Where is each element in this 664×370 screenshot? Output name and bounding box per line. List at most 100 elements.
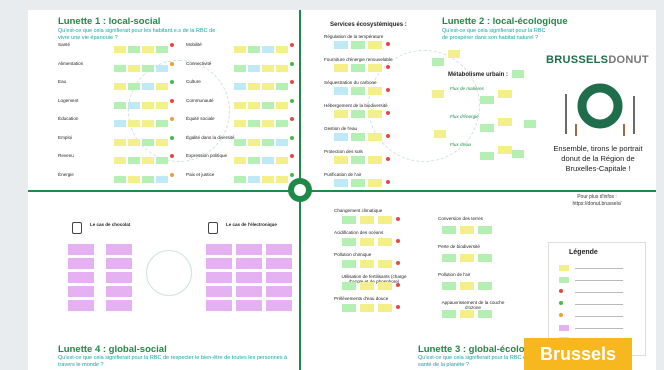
- planetary-boundary: Conversion des terres: [438, 216, 483, 221]
- sticky-note: [142, 101, 154, 109]
- lens-1-indicator: Mobilité: [186, 42, 202, 47]
- purple-sticky-note: [236, 258, 262, 269]
- logo-text-donut: DONUT: [608, 54, 649, 66]
- ecosystem-service: Hébergement de la biodiversité: [324, 103, 388, 108]
- sticky-note: [128, 64, 140, 72]
- sticky-note: [276, 83, 288, 90]
- status-dot: [170, 98, 174, 103]
- headline: Ensemble, tirons le portrait donut de la…: [553, 144, 643, 173]
- status-dot: [386, 111, 390, 115]
- status-dot: [290, 117, 294, 121]
- sticky-note: [156, 46, 168, 53]
- sticky-note: [334, 41, 348, 49]
- lens-1-indicator: Énergie: [58, 171, 74, 177]
- donut-workshop-board: Lunette 1 : local-social Qu'est-ce que c…: [28, 10, 656, 370]
- ecosystem-service: Purification de l'air: [324, 172, 362, 177]
- sticky-note: [342, 282, 356, 290]
- sticky-note: [114, 120, 126, 127]
- legend-swatch: [559, 313, 563, 317]
- lens-1-indicator: Éducation: [58, 116, 79, 121]
- sticky-note: [334, 87, 348, 95]
- sticky-note: [512, 150, 524, 158]
- metabolism-flow: Flux de matières: [450, 86, 484, 91]
- lens-1-indicator: Expression politique: [186, 153, 228, 158]
- sticky-note: [128, 120, 140, 127]
- sticky-note: [351, 133, 365, 141]
- sticky-note: [276, 138, 288, 146]
- lens-1-indicator: Connectivité: [186, 60, 212, 66]
- sticky-note: [498, 118, 512, 126]
- purple-sticky-note: [206, 258, 232, 269]
- sticky-note: [142, 120, 154, 127]
- sticky-note: [378, 216, 392, 224]
- sticky-note: [342, 238, 356, 246]
- sticky-note: [378, 260, 392, 268]
- purple-sticky-note: [106, 272, 132, 283]
- sticky-note: [334, 156, 348, 164]
- sticky-note: [114, 138, 126, 146]
- lens-1-indicator: Revenu: [58, 153, 74, 158]
- status-dot: [386, 157, 390, 161]
- logo-text-brussels: BRUSSELS: [546, 54, 609, 66]
- sticky-note: [114, 175, 126, 183]
- legend-title: Légende: [569, 249, 598, 256]
- status-dot: [290, 80, 294, 84]
- sticky-note: [262, 101, 274, 109]
- status-dot: [386, 88, 390, 92]
- sticky-note: [432, 90, 444, 98]
- purple-sticky-note: [236, 272, 262, 283]
- purple-sticky-note: [68, 258, 94, 269]
- sticky-note: [128, 46, 140, 53]
- sticky-note: [156, 157, 168, 164]
- status-dot: [170, 80, 174, 84]
- sticky-note: [368, 156, 382, 164]
- sticky-note: [248, 157, 260, 164]
- legend-swatch: [559, 277, 569, 283]
- sticky-note: [442, 254, 456, 262]
- lens-1-indicator: Égalité dans la diversité: [186, 134, 235, 140]
- sticky-note: [480, 96, 494, 104]
- lens-4-title: Lunette 4 : global-social: [58, 344, 167, 355]
- services-title: Services écosystémiques :: [330, 22, 407, 28]
- sticky-note: [248, 138, 260, 146]
- sticky-note: [234, 175, 246, 183]
- status-dot: [290, 172, 294, 177]
- sticky-note: [128, 83, 140, 90]
- lens-1-indicator: Emploi: [58, 134, 73, 140]
- lens-3-subtitle: Qu'est-ce que cela signifierait pour la …: [418, 355, 560, 368]
- status-dot: [290, 43, 294, 47]
- sticky-note: [351, 87, 365, 95]
- sticky-note: [128, 101, 140, 109]
- purple-sticky-note: [236, 300, 262, 311]
- planetary-boundary: Prélèvements d'eau douce: [334, 296, 389, 301]
- purple-sticky-note: [68, 300, 94, 311]
- ecosystem-service: Fourniture d'énergie renouvelable: [324, 57, 393, 62]
- sticky-note: [434, 130, 446, 138]
- sticky-note: [234, 101, 246, 109]
- metabolism-title: Métabolisme urbain :: [448, 72, 509, 78]
- sticky-note: [142, 138, 154, 146]
- sticky-note: [432, 58, 444, 66]
- sticky-note: [262, 175, 274, 183]
- sticky-note: [276, 64, 288, 72]
- status-dot: [170, 61, 174, 66]
- purple-sticky-note: [236, 286, 262, 297]
- sticky-note: [378, 304, 392, 312]
- sticky-note: [234, 83, 246, 90]
- lens-4-subtitle: Qu'est-ce que cela signifierait pour la …: [58, 355, 288, 368]
- person-icon: [208, 222, 218, 234]
- sticky-note: [248, 101, 260, 109]
- sticky-note: [368, 110, 382, 118]
- sticky-note: [248, 83, 260, 90]
- sticky-note: [248, 46, 260, 53]
- metabolism-flow: Flux d'énergie: [450, 114, 479, 119]
- sticky-note: [368, 179, 382, 187]
- sticky-note: [480, 124, 494, 132]
- sticky-note: [460, 226, 474, 234]
- purple-sticky-note: [106, 286, 132, 297]
- status-dot: [170, 117, 174, 121]
- legend-text-line: [575, 304, 623, 305]
- sticky-note: [342, 260, 356, 268]
- purple-sticky-note: [266, 258, 292, 269]
- status-dot: [396, 305, 400, 309]
